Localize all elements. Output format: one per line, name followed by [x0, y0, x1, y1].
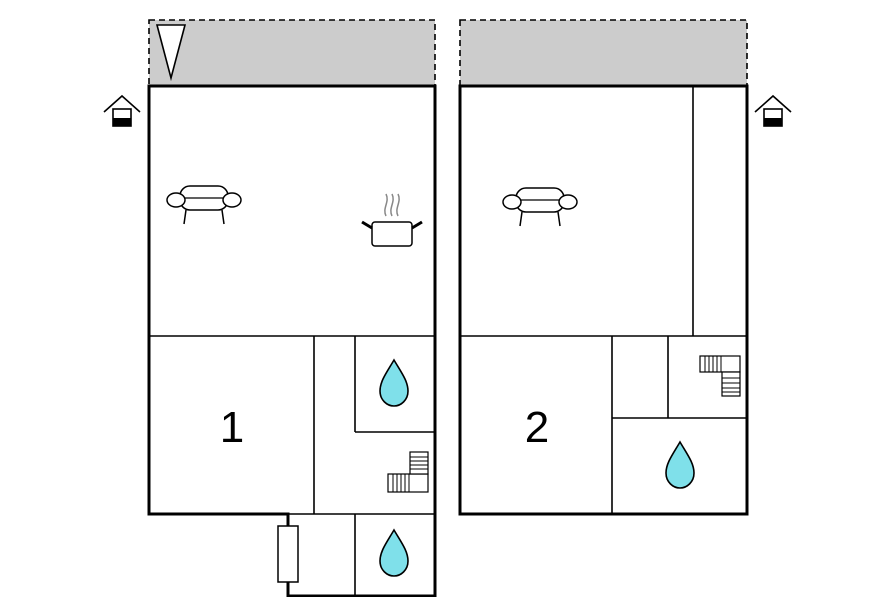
- staircase-icon: [387, 451, 429, 493]
- unit-2-interior-walls: [460, 86, 747, 514]
- sofa-icon: [166, 185, 242, 225]
- house-entrance-icon: [754, 94, 792, 127]
- unit-2-outer-wall: [458, 84, 749, 516]
- unit-1: 1: [103, 19, 437, 597]
- terrace-2: [459, 19, 748, 87]
- unit-2: 2: [458, 19, 792, 516]
- unit-1-interior-walls: [149, 335, 435, 596]
- terrace-1: [148, 19, 436, 87]
- kitchen-pot-icon: [361, 193, 423, 247]
- unit-number: 1: [220, 403, 244, 452]
- sofa-icon: [502, 187, 578, 227]
- unit-1-outer-wall: [147, 84, 437, 597]
- water-drop-icon: [379, 358, 409, 407]
- water-drop-icon: [665, 440, 695, 489]
- water-drop-icon: [379, 528, 409, 577]
- house-entrance-icon: [103, 94, 141, 127]
- radiator-icon: [277, 525, 299, 583]
- staircase-icon: [699, 355, 741, 397]
- north-arrow-icon: [155, 24, 187, 82]
- unit-number: 2: [525, 403, 549, 452]
